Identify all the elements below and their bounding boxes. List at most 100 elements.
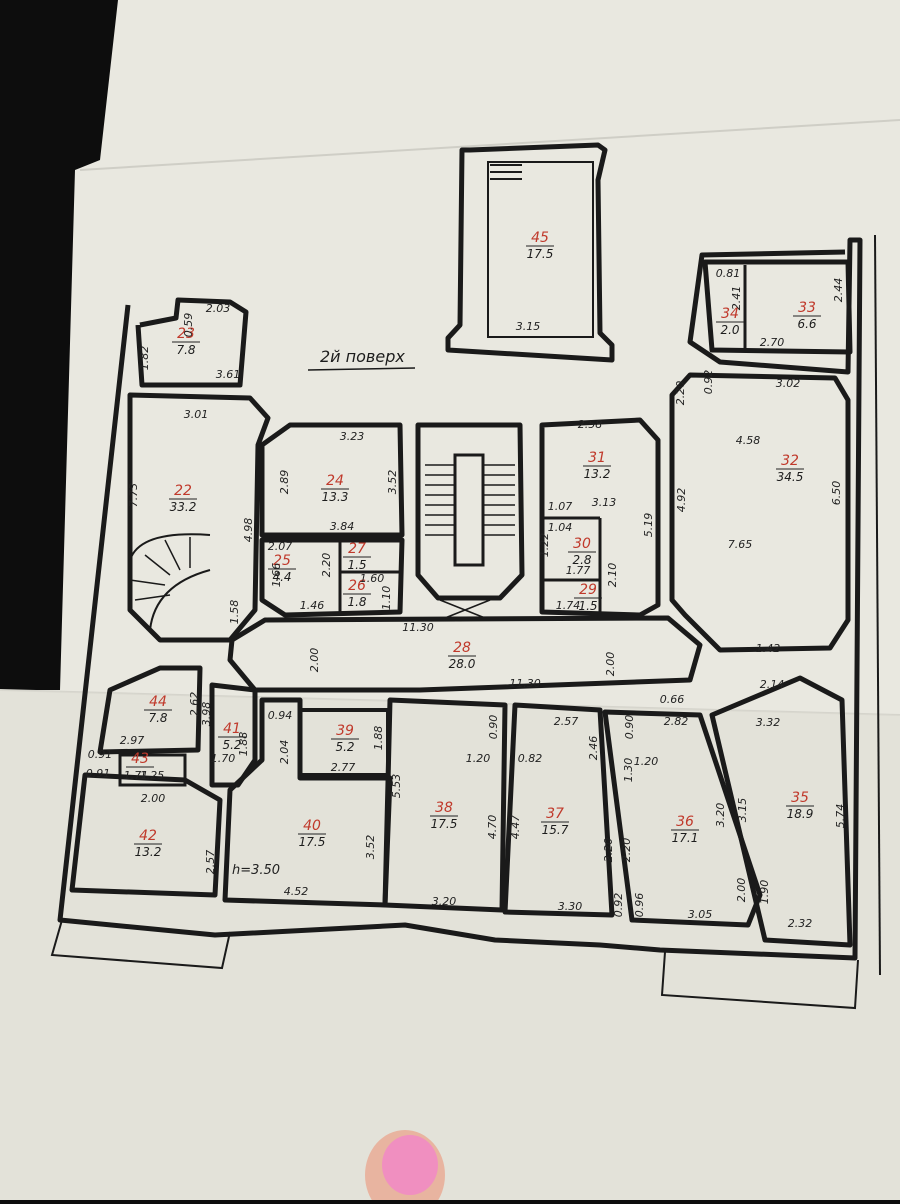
room-area-40: 17.5 (299, 835, 326, 849)
room-45-inner (487, 161, 594, 338)
dimension-label: 5.19 (642, 513, 655, 538)
building-outline (57, 237, 863, 961)
room-area-45: 17.5 (527, 247, 554, 261)
dimension-label: 6.50 (830, 481, 843, 506)
room-number-23: 23 (177, 326, 195, 342)
room-area-42: 13.2 (135, 845, 162, 859)
dimension-label: 0.81 (716, 267, 741, 280)
dimension-label: 0.90 (487, 715, 500, 740)
dimension-label: 4.52 (284, 885, 309, 898)
corridor-28-walls (227, 615, 703, 693)
room-number-42: 42 (139, 828, 157, 844)
dimension-label: 3.20 (714, 803, 727, 828)
room-number-34: 34 (721, 306, 739, 322)
dimension-label: 3.30 (558, 900, 583, 913)
dimension-label: 3.13 (592, 496, 617, 509)
dimension-label: 1.90 (758, 880, 771, 905)
dimension-label: 2.62 (188, 692, 201, 717)
stair-treads (425, 464, 515, 621)
dimension-label: 1.66 (270, 563, 283, 588)
dimension-label: 3.52 (364, 835, 377, 860)
dimension-label: 1.07 (548, 500, 573, 513)
room-area-24: 13.3 (322, 490, 349, 504)
dimension-label: 2.70 (760, 336, 785, 349)
room-area-35: 18.9 (787, 807, 814, 821)
dimension-label: 3.15 (736, 798, 749, 823)
room-area-29: 1.5 (578, 599, 597, 613)
room-area-41: 5.2 (222, 738, 241, 752)
room-42-walls (69, 772, 223, 898)
dimension-label: 2.44 (832, 278, 845, 303)
dimension-label: 1.46 (300, 599, 325, 612)
dimension-label: 0.91 (86, 767, 111, 780)
dimension-label: 1.30 (622, 758, 635, 783)
room-number-40: 40 (303, 818, 321, 834)
dimension-label: 4.70 (486, 815, 499, 840)
dimension-label: 2.97 (120, 734, 145, 747)
dimension-label: 2.77 (331, 761, 356, 774)
room-number-36: 36 (676, 814, 694, 830)
room-area-30: 2.8 (572, 553, 591, 567)
room-31-walls (539, 417, 661, 618)
dimension-label: 3.98 (200, 702, 213, 727)
balcony-right (660, 951, 859, 1010)
dimension-label: 4.98 (242, 518, 255, 543)
dimension-label: 2.58 (578, 418, 603, 431)
dimension-label: 1.82 (138, 346, 151, 371)
room-35-walls (709, 675, 853, 948)
room-43-walls (118, 753, 187, 787)
dimension-label: 2.32 (788, 917, 813, 930)
dimension-label: 1.42 (756, 642, 781, 655)
dimension-label: 3.01 (184, 408, 209, 421)
room-44-walls (97, 665, 203, 755)
room-area-25: 4.4 (272, 570, 291, 584)
dimension-label: 0.94 (268, 709, 293, 722)
room-36-walls (602, 709, 763, 928)
room-area-36: 17.1 (672, 831, 699, 845)
dimension-label: 1.10 (380, 586, 393, 611)
dimension-label: 7.73 (127, 483, 140, 508)
dimension-label: 2.10 (606, 563, 619, 588)
room-number-32: 32 (781, 453, 799, 469)
dimension-label: 2.20 (620, 838, 633, 863)
stair-well (453, 453, 485, 567)
room-area-23: 7.8 (176, 343, 195, 357)
dimension-label: 2.00 (735, 878, 748, 903)
dimension-label: 2.89 (278, 470, 291, 495)
dimension-label: 0.82 (518, 752, 543, 765)
central-stair-walls (415, 422, 525, 601)
dimension-label: 7.65 (728, 538, 753, 551)
room-number-43: 43 (131, 751, 149, 767)
dimension-label: 1.77 (566, 564, 591, 577)
dimension-label: 1.20 (634, 755, 659, 768)
dimension-label: 2.57 (554, 715, 579, 728)
room-22-walls (127, 392, 271, 643)
rooms-25-27-walls (259, 537, 405, 618)
dimension-label: 3.52 (386, 470, 399, 495)
room-number-41: 41 (223, 721, 241, 737)
dimension-label: 11.30 (402, 621, 434, 634)
balcony-left (50, 919, 231, 970)
room-number-26: 26 (348, 578, 366, 594)
dimension-label: 0.92 (612, 893, 625, 918)
spiral-stair (129, 533, 211, 631)
paper-fold-top (79, 119, 900, 171)
dimension-label: 2.03 (206, 302, 231, 315)
dimension-label: 2.07 (268, 540, 293, 553)
room-area-37: 15.7 (542, 823, 569, 837)
dimension-label: 0.90 (623, 715, 636, 740)
dimension-label: 3.20 (432, 895, 457, 908)
room-number-29: 29 (579, 582, 597, 598)
dimension-label: 2.14 (760, 678, 785, 691)
dimension-label: 3.15 (516, 320, 541, 333)
dimension-label: 0.96 (633, 893, 646, 918)
room-number-27: 27 (348, 541, 366, 557)
dimension-label: 0.59 (182, 313, 195, 338)
dimension-label: 1.71 (124, 769, 149, 782)
room-area-34: 2.0 (720, 323, 739, 337)
dimension-label: 3.32 (756, 716, 781, 729)
dimension-label: 2.82 (664, 715, 689, 728)
room-number-25: 25 (273, 553, 291, 569)
room-area-44: 7.8 (148, 711, 167, 725)
room-area-31: 13.2 (584, 467, 611, 481)
